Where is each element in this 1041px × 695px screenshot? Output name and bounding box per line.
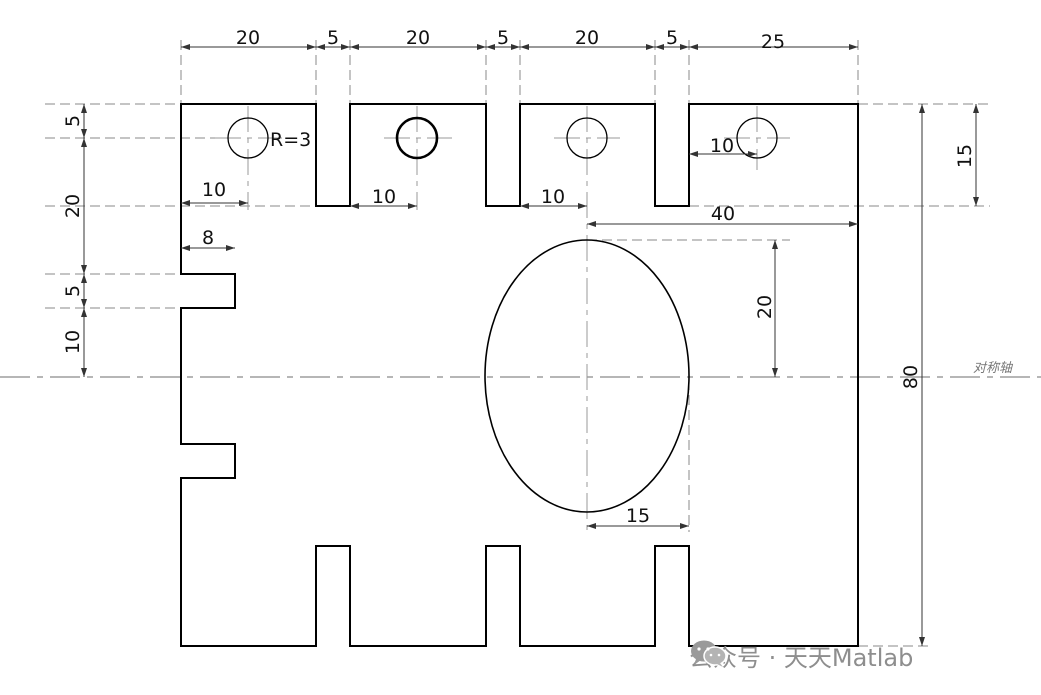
center-lines [215,106,790,535]
dimension-lines [81,44,979,646]
dim-text-gap-2: 5 [497,27,509,49]
dim-text-ellipse-semi-y: 20 [754,295,776,319]
dim-text-right-slot-depth: 15 [954,144,976,168]
dim-text-left-notch-gap: 5 [62,285,84,297]
dim-text-last-width: 25 [761,31,785,53]
dim-text-hole-offset-4: 10 [710,135,734,157]
dim-text-hole-offset-1: 10 [202,179,226,201]
dim-text-total-height: 80 [900,365,922,389]
dim-text-left-top-gap: 5 [62,115,84,127]
hole-circle-4 [736,117,778,159]
dim-text-ellipse-offset-x: 40 [711,203,735,225]
dim-text-slot-1: 20 [236,27,260,49]
watermark: 公众号 · 天天Matlab [689,638,913,673]
symmetry-axis-label: 对称轴 [973,361,1014,376]
dim-text-gap-1: 5 [327,27,339,49]
dim-text-slot-3: 20 [575,27,599,49]
extension-lines [45,40,990,647]
dim-text-left-notch-offset: 10 [62,330,84,354]
hole-circle-1 [227,117,269,159]
wechat-icon [691,640,727,667]
hole-circle-2 [395,116,439,160]
hole-circle-3 [566,117,608,159]
dim-text-slot-2: 20 [406,27,430,49]
dim-text-notch-depth: 8 [202,227,214,249]
dim-text-hole-offset-3: 10 [541,186,565,208]
dim-text-hole-offset-2: 10 [372,186,396,208]
radius-label: R=3 [270,129,311,151]
part-outline [180,103,859,647]
dim-text-gap-3: 5 [666,27,678,49]
dim-text-ellipse-semi-x: 15 [626,505,650,527]
ellipse-cutout [484,239,690,513]
dim-text-left-slot-depth: 20 [62,194,84,218]
